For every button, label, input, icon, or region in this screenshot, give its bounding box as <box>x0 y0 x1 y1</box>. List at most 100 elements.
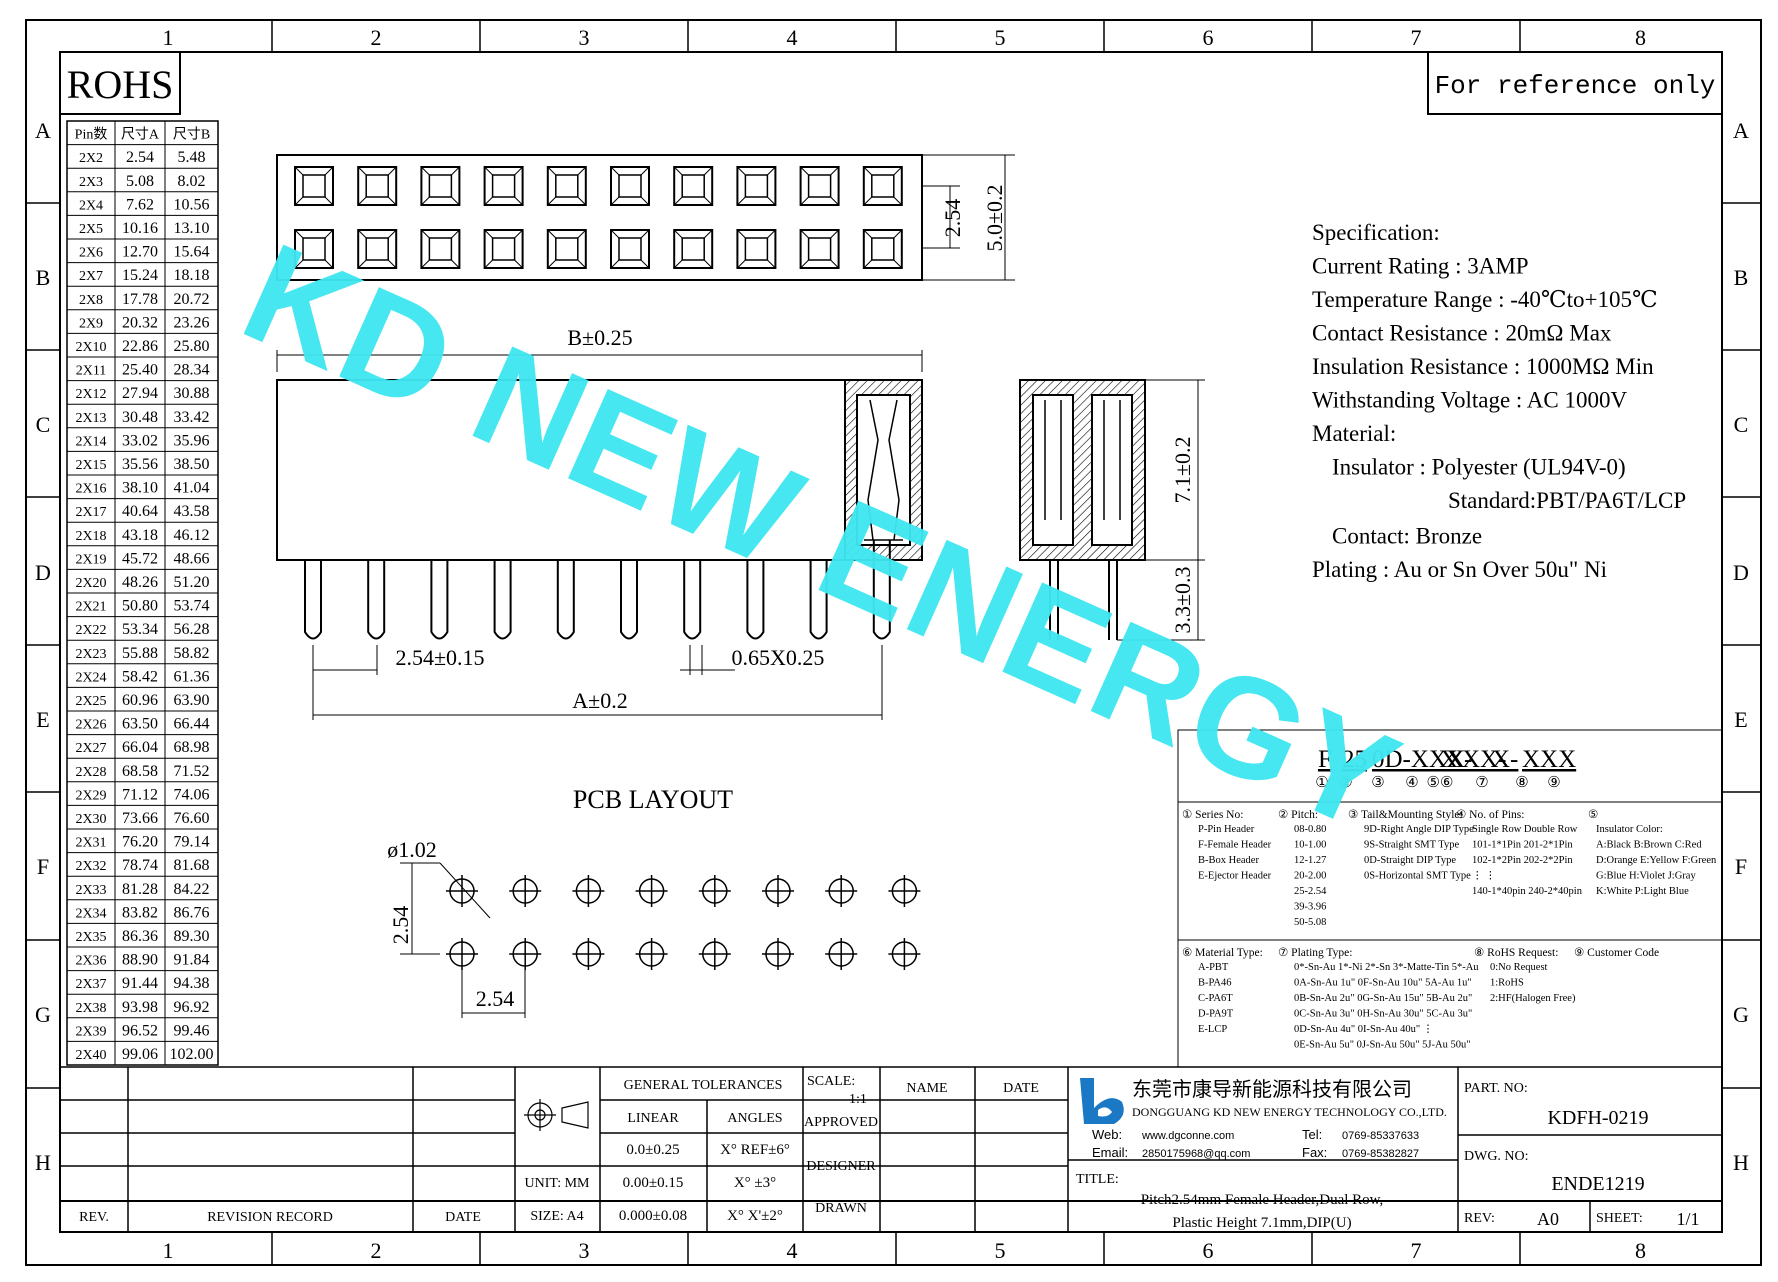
title-block-text: X° ±3° <box>734 1175 776 1191</box>
zone-col-top: 4 <box>787 25 798 50</box>
pin-table-cell: 28.34 <box>174 362 210 379</box>
dim-pitch-top: 2.54 <box>940 199 965 238</box>
pin-table-cell: 5.48 <box>178 149 206 166</box>
drawing-number: ENDE1219 <box>1551 1173 1644 1195</box>
pin-table-cell: 68.58 <box>122 763 158 780</box>
title-block-text: REV: <box>1464 1211 1495 1226</box>
legend-line: 102-1*2Pin 202-2*2Pin <box>1472 855 1573 866</box>
pin-table-cell: 66.04 <box>122 739 158 756</box>
pin-table-cell: 38.10 <box>122 480 158 497</box>
pin-table-cell: 58.42 <box>122 668 158 685</box>
zone-col-top: 3 <box>579 25 590 50</box>
dim-b: B±0.25 <box>567 325 632 350</box>
pin-table-cell: 94.38 <box>174 975 210 992</box>
zone-row-right: G <box>1733 1002 1749 1027</box>
pin-table-cell: 2X27 <box>75 741 106 756</box>
pin-table-cell: 53.74 <box>174 598 210 615</box>
title-block-text: APPROVED <box>804 1115 878 1130</box>
pin-table-cell: 40.64 <box>122 503 158 520</box>
title-block-text: Web: <box>1092 1127 1122 1142</box>
zone-col-bottom: 8 <box>1635 1238 1646 1263</box>
legend-line: 9S-Straight SMT Type <box>1364 840 1459 851</box>
drawing-frame <box>25 19 1762 1266</box>
legend-line: F-Female Header <box>1198 840 1272 851</box>
pin-table-cell: 2X3 <box>79 175 103 190</box>
legend-line: 0S-Horizontal SMT Type <box>1364 871 1471 882</box>
zone-row-left: H <box>35 1150 51 1175</box>
pin-table-cell: 17.78 <box>122 291 158 308</box>
pin-table-cell: 81.68 <box>174 857 210 874</box>
legend-line: 2:HF(Halogen Free) <box>1490 993 1576 1004</box>
legend-line: A-PBT <box>1198 962 1229 973</box>
dim-plastic-height: 7.1±0.2 <box>1170 436 1195 503</box>
specification: Specification:Current Rating : 3AMPTempe… <box>1312 220 1686 582</box>
pin-table-cell: 2X12 <box>75 387 106 402</box>
pin-table-cell: 13.10 <box>174 220 210 237</box>
pin-table-cell: 8.02 <box>178 173 206 190</box>
pin-table-cell: 2.54 <box>126 149 154 166</box>
title-block-text: 1:1 <box>849 1092 867 1107</box>
reference-label: For reference only <box>1435 71 1716 101</box>
pin-table-cell: 18.18 <box>174 267 210 284</box>
title-block-text: 0.0±0.25 <box>626 1142 679 1158</box>
pin-table-cell: 2X19 <box>75 552 106 567</box>
end-view-dims <box>1117 379 1205 641</box>
spec-line: Plating : Au or Sn Over 50u" Ni <box>1312 557 1607 582</box>
dim-pcb-pitch-v: 2.54 <box>388 906 413 945</box>
title-block <box>60 1066 1722 1232</box>
title-block-text: SIZE: A4 <box>530 1209 583 1224</box>
pin-table-cell: 30.88 <box>174 385 210 402</box>
zone-row-right: E <box>1734 707 1747 732</box>
title-block-text: 1/1 <box>1676 1209 1699 1229</box>
pin-table-cell: 48.26 <box>122 574 158 591</box>
pin-table-cell: 2X40 <box>75 1048 106 1063</box>
legend-line: 0*-Sn-Au 1*-Ni 2*-Sn 3*-Matte-Tin 5*-Au <box>1294 962 1479 973</box>
pin-table-cell: 55.88 <box>122 645 158 662</box>
legend-title: ⑦ Plating Type: <box>1278 947 1352 959</box>
zone-row-right: D <box>1733 560 1749 585</box>
pin-table-cell: 66.44 <box>174 716 210 733</box>
pin-table-cell: 58.82 <box>174 645 210 662</box>
title-block-text: Fax: <box>1302 1145 1327 1160</box>
legend-line: 25-2.54 <box>1294 886 1327 897</box>
pin-table-cell: 20.72 <box>174 291 210 308</box>
zone-col-bottom: 4 <box>787 1238 798 1263</box>
pin-table-cell: 33.42 <box>174 409 210 426</box>
pin-table-cell: 30.48 <box>122 409 158 426</box>
zone-row-left: E <box>36 707 49 732</box>
legend-line: 0D-Straight DIP Type <box>1364 855 1456 866</box>
pin-table-cell: 88.90 <box>122 952 158 969</box>
pin-table-cell: 50.80 <box>122 598 158 615</box>
zone-col-bottom: 2 <box>371 1238 382 1263</box>
pin-table-cell: 2X11 <box>76 364 107 379</box>
part-code-marker: ④ <box>1405 775 1418 791</box>
pin-table-cell: 2X25 <box>75 694 106 709</box>
pin-table-cell: 43.18 <box>122 527 158 544</box>
pin-table-header: 尺寸A <box>121 127 160 143</box>
projection-symbol-icon <box>524 1099 589 1131</box>
pin-table-cell: 60.96 <box>122 692 158 709</box>
pin-table-cell: 2X16 <box>75 482 106 497</box>
part-code-segment: X- <box>1492 746 1518 773</box>
pin-table-cell: 2X5 <box>79 222 103 237</box>
title-block-text: DWG. NO: <box>1464 1149 1529 1164</box>
pin-table-cell: 56.28 <box>174 621 210 638</box>
pin-table-cell: 2X38 <box>75 1001 106 1016</box>
legend-title: ⑥ Material Type: <box>1182 947 1263 959</box>
pin-table-cell: 76.60 <box>174 810 210 827</box>
zone-row-right: C <box>1734 412 1749 437</box>
dim-a: A±0.2 <box>572 688 627 713</box>
title-block-text: GENERAL TOLERANCES <box>624 1078 783 1093</box>
pin-table-cell: 7.62 <box>126 196 154 213</box>
spec-line: Withstanding Voltage : AC 1000V <box>1312 388 1628 413</box>
legend-line: K:White P:Light Blue <box>1596 886 1689 897</box>
company-logo-icon <box>1080 1078 1124 1124</box>
title-block-text: UNIT: MM <box>524 1176 590 1191</box>
pin-table-cell: 53.34 <box>122 621 158 638</box>
pin-table-cell: 2X33 <box>75 883 106 898</box>
dim-hole-dia: ø1.02 <box>387 837 437 862</box>
